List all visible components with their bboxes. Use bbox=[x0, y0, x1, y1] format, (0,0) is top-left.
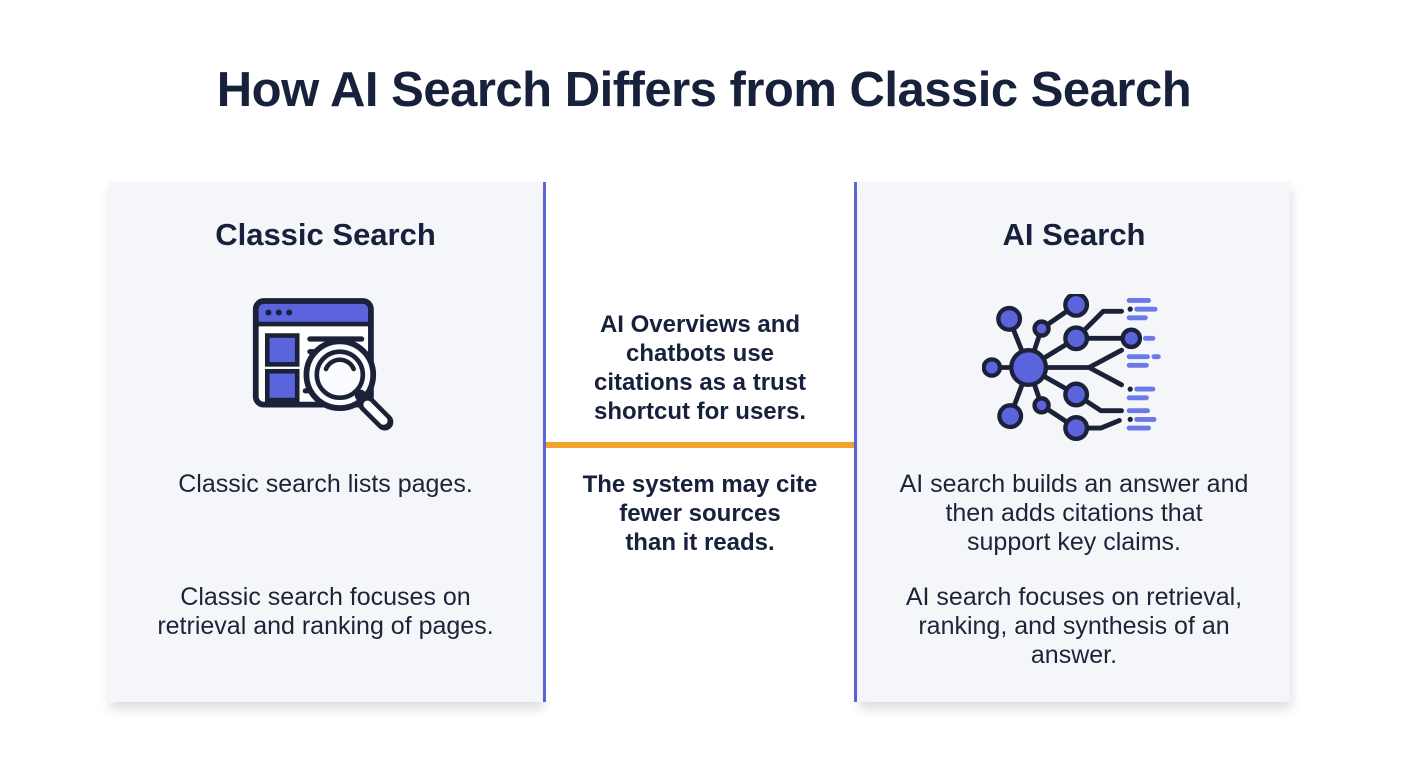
orange-divider bbox=[546, 442, 854, 448]
ai-network-icon bbox=[981, 291, 1166, 446]
middle-note-fewer-sources: The system may cite fewer sources than i… bbox=[582, 471, 818, 556]
classic-point-lists-pages: Classic search lists pages. bbox=[178, 470, 473, 498]
classic-search-card: Classic Search bbox=[109, 182, 542, 702]
classic-point-focus: Classic search focuses on retrieval and … bbox=[157, 583, 494, 640]
classic-search-heading: Classic Search bbox=[215, 217, 436, 252]
middle-note-citations: AI Overviews and chatbots use citations … bbox=[593, 311, 807, 425]
page-title: How AI Search Differs from Classic Searc… bbox=[216, 63, 1192, 117]
ai-search-card: AI Search bbox=[858, 182, 1290, 702]
middle-notes-column: AI Overviews and chatbots use citations … bbox=[543, 182, 857, 702]
ai-point-builds-answer: AI search builds an answer and then adds… bbox=[899, 470, 1249, 556]
browser-search-icon bbox=[250, 294, 402, 442]
ai-point-focus: AI search focuses on retrieval, ranking,… bbox=[905, 583, 1243, 669]
ai-search-heading: AI Search bbox=[1002, 217, 1146, 252]
